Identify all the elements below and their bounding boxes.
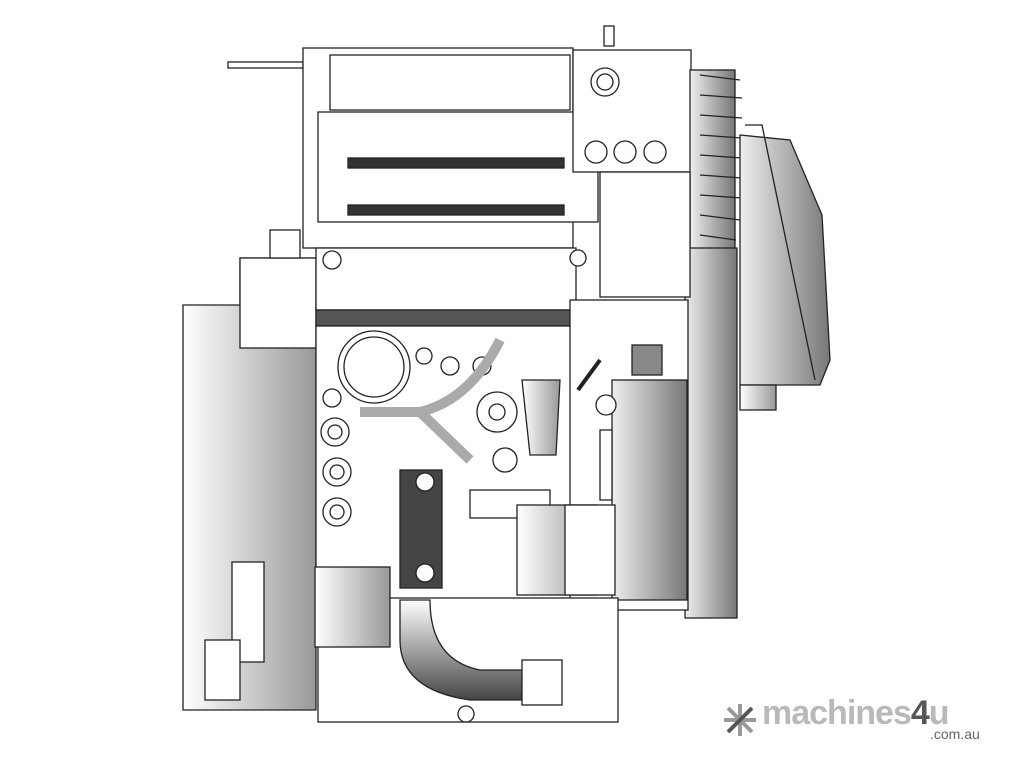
mount-bracket — [399, 469, 443, 589]
bolts — [320, 388, 352, 527]
crankcase-left — [182, 229, 317, 711]
watermark-brand: machines4u — [762, 694, 950, 733]
flywheel-fan — [689, 69, 743, 251]
control-panel — [572, 25, 692, 173]
blower-housing — [599, 171, 738, 619]
watermark-domain: .com.au — [930, 726, 980, 742]
air-cleaner — [739, 124, 831, 411]
brand-u: u — [928, 694, 950, 732]
star-burst-icon — [724, 704, 756, 736]
fuel-tank — [302, 47, 599, 249]
governor-linkage — [576, 344, 663, 501]
starter-motor — [516, 504, 616, 596]
brand-main: machines — [762, 694, 912, 732]
fuel-line-fitting — [227, 61, 304, 69]
brand-four: 4 — [910, 694, 930, 732]
watermark-logo: machines4u .com.au — [722, 694, 992, 744]
pipes — [360, 337, 505, 464]
oil-sump — [314, 566, 619, 723]
